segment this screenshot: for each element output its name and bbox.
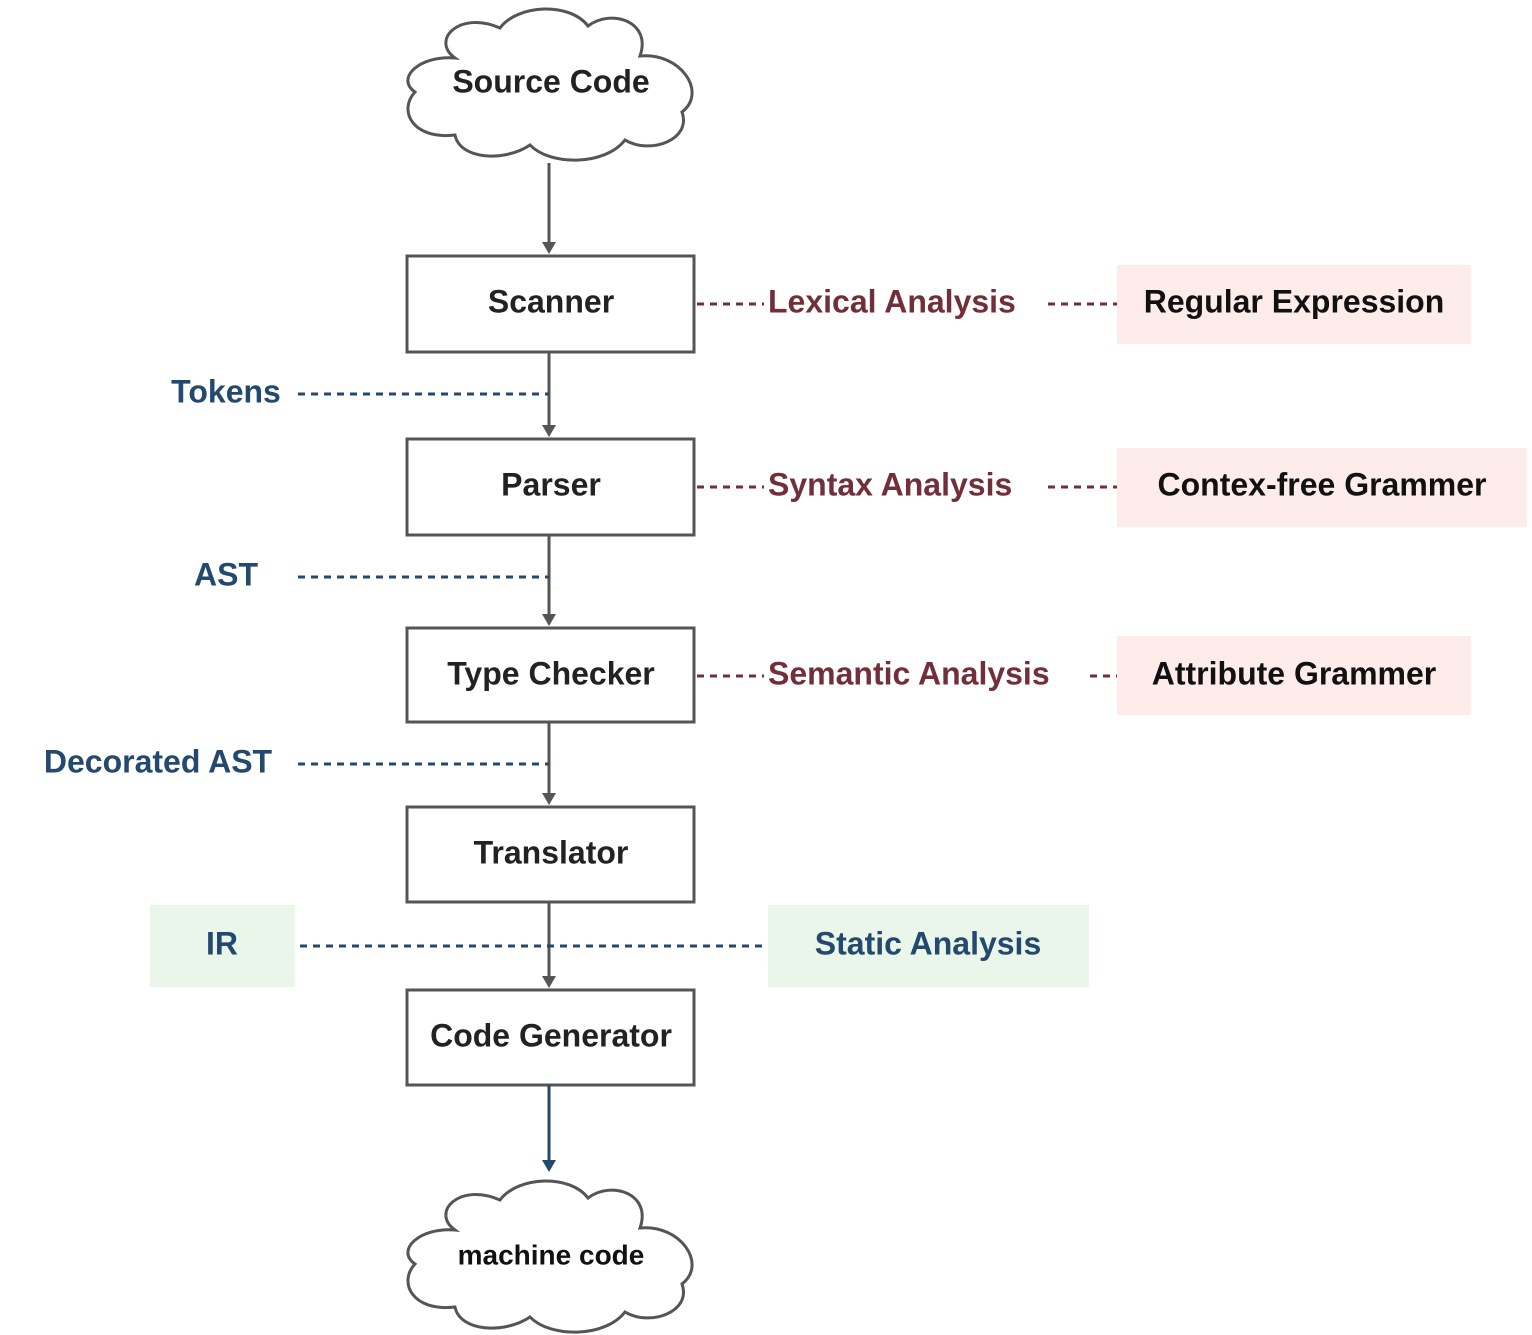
artifact-ast: AST [194,556,549,592]
stage-label-parser: Parser [501,466,601,502]
stage-box-scanner-frame [405,254,696,354]
formalism-box-context-free-grammar [1117,448,1527,527]
formalism-label-context-free-grammar: Contex-free Grammer [1158,466,1487,502]
source-code-cloud-shape [406,7,694,162]
stage-label-type-checker: Type Checker [447,655,655,691]
analysis-row-lexical: Lexical Analysis Regular Expression [697,265,1471,344]
stage-box-type-checker: Type Checker [405,626,696,724]
stage-box-type-checker-frame [405,626,696,724]
machine-code-label: machine code [458,1239,645,1270]
analysis-label-semantic: Semantic Analysis [768,655,1050,691]
static-analysis-label: Static Analysis [815,925,1041,961]
source-code-cloud: Source Code [406,7,694,162]
formalism-label-regular-expression: Regular Expression [1144,283,1445,319]
stage-box-translator: Translator [405,805,696,904]
stage-box-translator-frame [405,805,696,904]
stage-box-code-generator-frame [405,988,696,1087]
source-code-label: Source Code [452,63,649,99]
artifact-tokens: Tokens [171,373,549,409]
formalism-box-regular-expression [1117,265,1471,344]
analysis-label-lexical: Lexical Analysis [768,283,1016,319]
static-analysis: Static Analysis [768,905,1089,987]
machine-code-cloud: machine code [406,1179,694,1334]
analysis-row-semantic: Semantic Analysis Attribute Grammer [697,636,1471,715]
stage-label-scanner: Scanner [488,283,614,319]
artifact-ir: IR [150,905,768,987]
stage-box-scanner: Scanner [405,254,696,354]
artifact-label-ir: IR [206,925,238,961]
stage-label-translator: Translator [474,834,629,870]
artifact-decorated-ast: Decorated AST [44,743,549,779]
stage-box-parser: Parser [405,437,696,537]
machine-code-cloud-shape [406,1179,694,1334]
artifact-label-decorated-ast: Decorated AST [44,743,273,779]
stage-label-code-generator: Code Generator [430,1017,672,1053]
analysis-row-syntax: Syntax Analysis Contex-free Grammer [697,448,1527,527]
formalism-label-attribute-grammar: Attribute Grammer [1152,655,1437,691]
artifact-ir-box [150,905,295,987]
analysis-label-syntax: Syntax Analysis [768,466,1012,502]
static-analysis-box [768,905,1089,987]
artifact-label-tokens: Tokens [171,373,281,409]
formalism-box-attribute-grammar [1117,636,1471,715]
artifact-label-ast: AST [194,556,258,592]
stage-box-code-generator: Code Generator [405,988,696,1087]
